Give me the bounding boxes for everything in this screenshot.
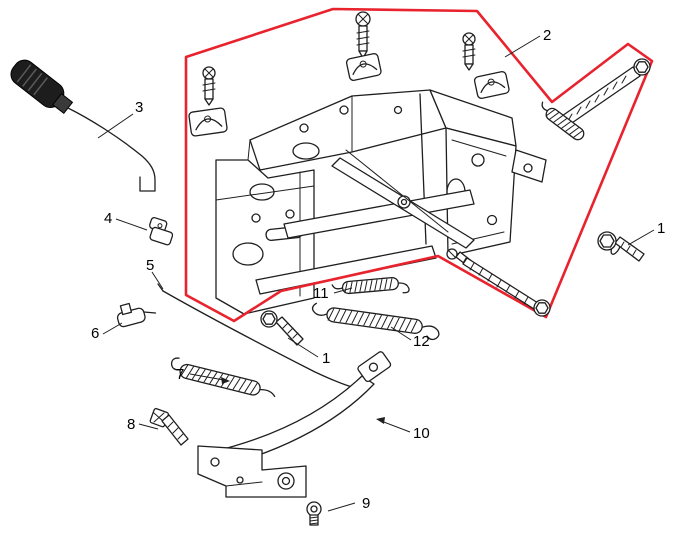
stud-9 (306, 501, 322, 526)
callout-3: 3 (135, 99, 143, 116)
spring-12 (311, 302, 440, 341)
callout-2: 2 (543, 27, 551, 44)
screw-top-center (355, 11, 371, 59)
callout-4: 4 (104, 210, 112, 227)
screw-8 (149, 407, 189, 446)
callout-10: 10 (413, 425, 430, 442)
callout-1-left: 1 (322, 350, 330, 367)
throttle-cable (10, 59, 156, 192)
screw-top-right (462, 32, 476, 71)
long-bolt-top (558, 58, 651, 128)
cable-clamp-4 (149, 217, 174, 246)
callout-6: 6 (91, 325, 99, 342)
callout-5: 5 (146, 257, 154, 274)
callout-12: 12 (413, 333, 430, 350)
cable-clamp-6 (116, 302, 157, 328)
callout-7: 7 (176, 366, 184, 383)
main-bracket-assembly (215, 89, 547, 315)
flange-bolt-right (597, 231, 645, 262)
spring-11 (331, 276, 410, 295)
cable-clamp-top-2 (473, 71, 510, 100)
leader-lines (97, 35, 655, 512)
highlight-outline (184, 7, 654, 323)
long-bolt-bottom (462, 257, 551, 317)
flange-bolt-left (260, 310, 304, 346)
callout-11: 11 (313, 285, 329, 302)
cable-clamp-left (188, 107, 228, 137)
control-rod (157, 283, 353, 388)
bellcrank-lever (197, 351, 392, 498)
cable-clamp-top-1 (345, 53, 382, 82)
callout-labels: 2 3 4 1 5 11 6 12 1 7 8 10 9 (91, 27, 665, 512)
callout-9: 9 (362, 495, 370, 512)
screw-top-left (202, 66, 216, 106)
callout-8: 8 (127, 416, 135, 433)
callout-1-right: 1 (657, 220, 665, 237)
spring-top-right (541, 101, 585, 141)
